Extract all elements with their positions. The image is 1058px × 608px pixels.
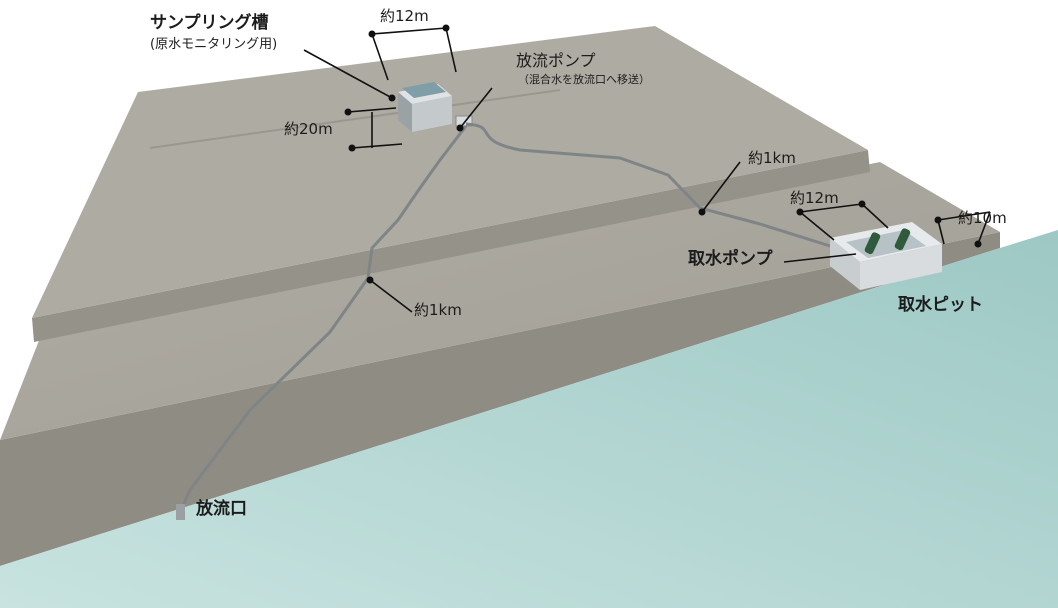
upper-terrace-face (32, 150, 870, 342)
upper-terrace (32, 26, 868, 318)
lower-terrace (0, 162, 1000, 440)
intake-pit-label: 取水ピット (898, 295, 983, 315)
tank-depth-label: 約20m (284, 120, 333, 138)
discharge-pump-label: 放流ポンプ (516, 51, 596, 70)
pipe-upper-length-label: 約1km (748, 149, 796, 167)
pit-depth-label: 約10m (958, 209, 1007, 227)
sampling-tank-label: サンプリング槽 (150, 13, 269, 33)
discharge-pump-note: （混合水を放流口へ移送） (518, 73, 650, 86)
sea (0, 230, 1058, 608)
lower-terrace-face (0, 232, 1000, 566)
outlet-label: 放流口 (196, 499, 247, 519)
intake-pump-label: 取水ポンプ (688, 249, 773, 269)
discharge-pump-block (455, 115, 473, 127)
dimension-dots (344, 24, 982, 284)
pipe-lower-length-label: 約1km (414, 301, 462, 319)
pit-width-label: 約12m (790, 189, 839, 207)
intake-pump-1 (864, 232, 881, 255)
outlet-stub (176, 504, 185, 520)
sampling-tank-note: (原水モニタリング用) (150, 37, 278, 52)
tank-width-label: 約12m (380, 7, 429, 25)
sampling-tank (398, 82, 452, 132)
pipe-to-outlet (180, 125, 468, 509)
dimension-lines (303, 27, 991, 313)
terrace-step (149, 89, 561, 149)
intake-pump-2 (894, 228, 911, 251)
pipe-to-intake (465, 122, 831, 248)
